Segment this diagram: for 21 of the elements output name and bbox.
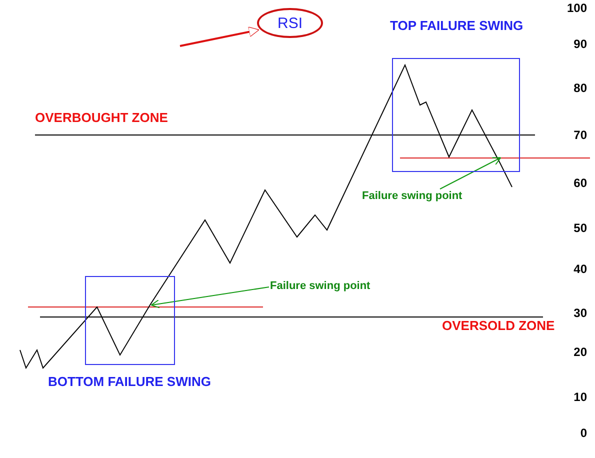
axis-tick-label: 50 xyxy=(574,221,587,235)
axis-tick-label: 70 xyxy=(574,128,587,142)
annotation-text: Failure swing point xyxy=(270,280,370,292)
axis-tick-label: 20 xyxy=(574,345,587,359)
axis-tick-label: 30 xyxy=(574,306,587,320)
frame-heading: TOP FAILURE SWING xyxy=(390,18,524,33)
frame-heading: BOTTOM FAILURE SWING xyxy=(48,374,211,389)
axis-tick-label: 100 xyxy=(566,1,587,15)
zone-label: OVERBOUGHT ZONE xyxy=(35,110,168,125)
arrow xyxy=(440,157,502,190)
axis-tick-label: 80 xyxy=(574,81,587,95)
zone-label: OVERSOLD ZONE xyxy=(442,318,555,333)
annotation-text: Failure swing point xyxy=(362,190,462,202)
axis-tick-label: 0 xyxy=(580,426,587,440)
axis-tick-label: 90 xyxy=(574,37,587,51)
arrow xyxy=(150,286,270,308)
axis-tick-label: 10 xyxy=(574,390,587,404)
axis-tick-label: 40 xyxy=(574,262,587,276)
arrow xyxy=(180,26,260,47)
title-ellipse: RSI xyxy=(257,8,323,38)
axis-tick-label: 60 xyxy=(574,176,587,190)
